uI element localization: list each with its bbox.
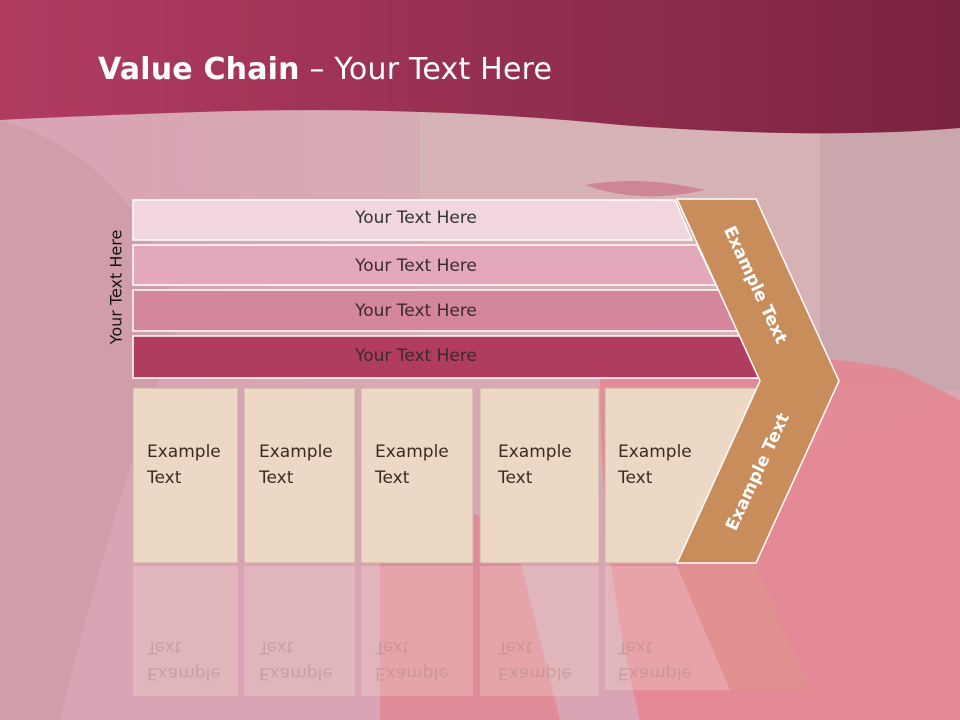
support-row-label-3: Your Text Here [355, 301, 477, 321]
reflection [133, 566, 810, 696]
title-rest: – Your Text Here [299, 52, 553, 87]
primary-box-3 [360, 387, 474, 564]
support-row-label-4: Your Text Here [355, 346, 477, 366]
support-row-label-2: Your Text Here [355, 256, 477, 276]
slide-title: Value Chain – Your Text Here [98, 52, 552, 87]
support-row-1 [132, 199, 694, 241]
primary-box-4 [479, 387, 600, 564]
title-bold: Value Chain [98, 52, 300, 87]
margin-arrow [675, 198, 840, 564]
primary-box-2 [243, 387, 356, 564]
support-row-label-1: Your Text Here [355, 208, 477, 228]
primary-box-1 [132, 387, 239, 564]
